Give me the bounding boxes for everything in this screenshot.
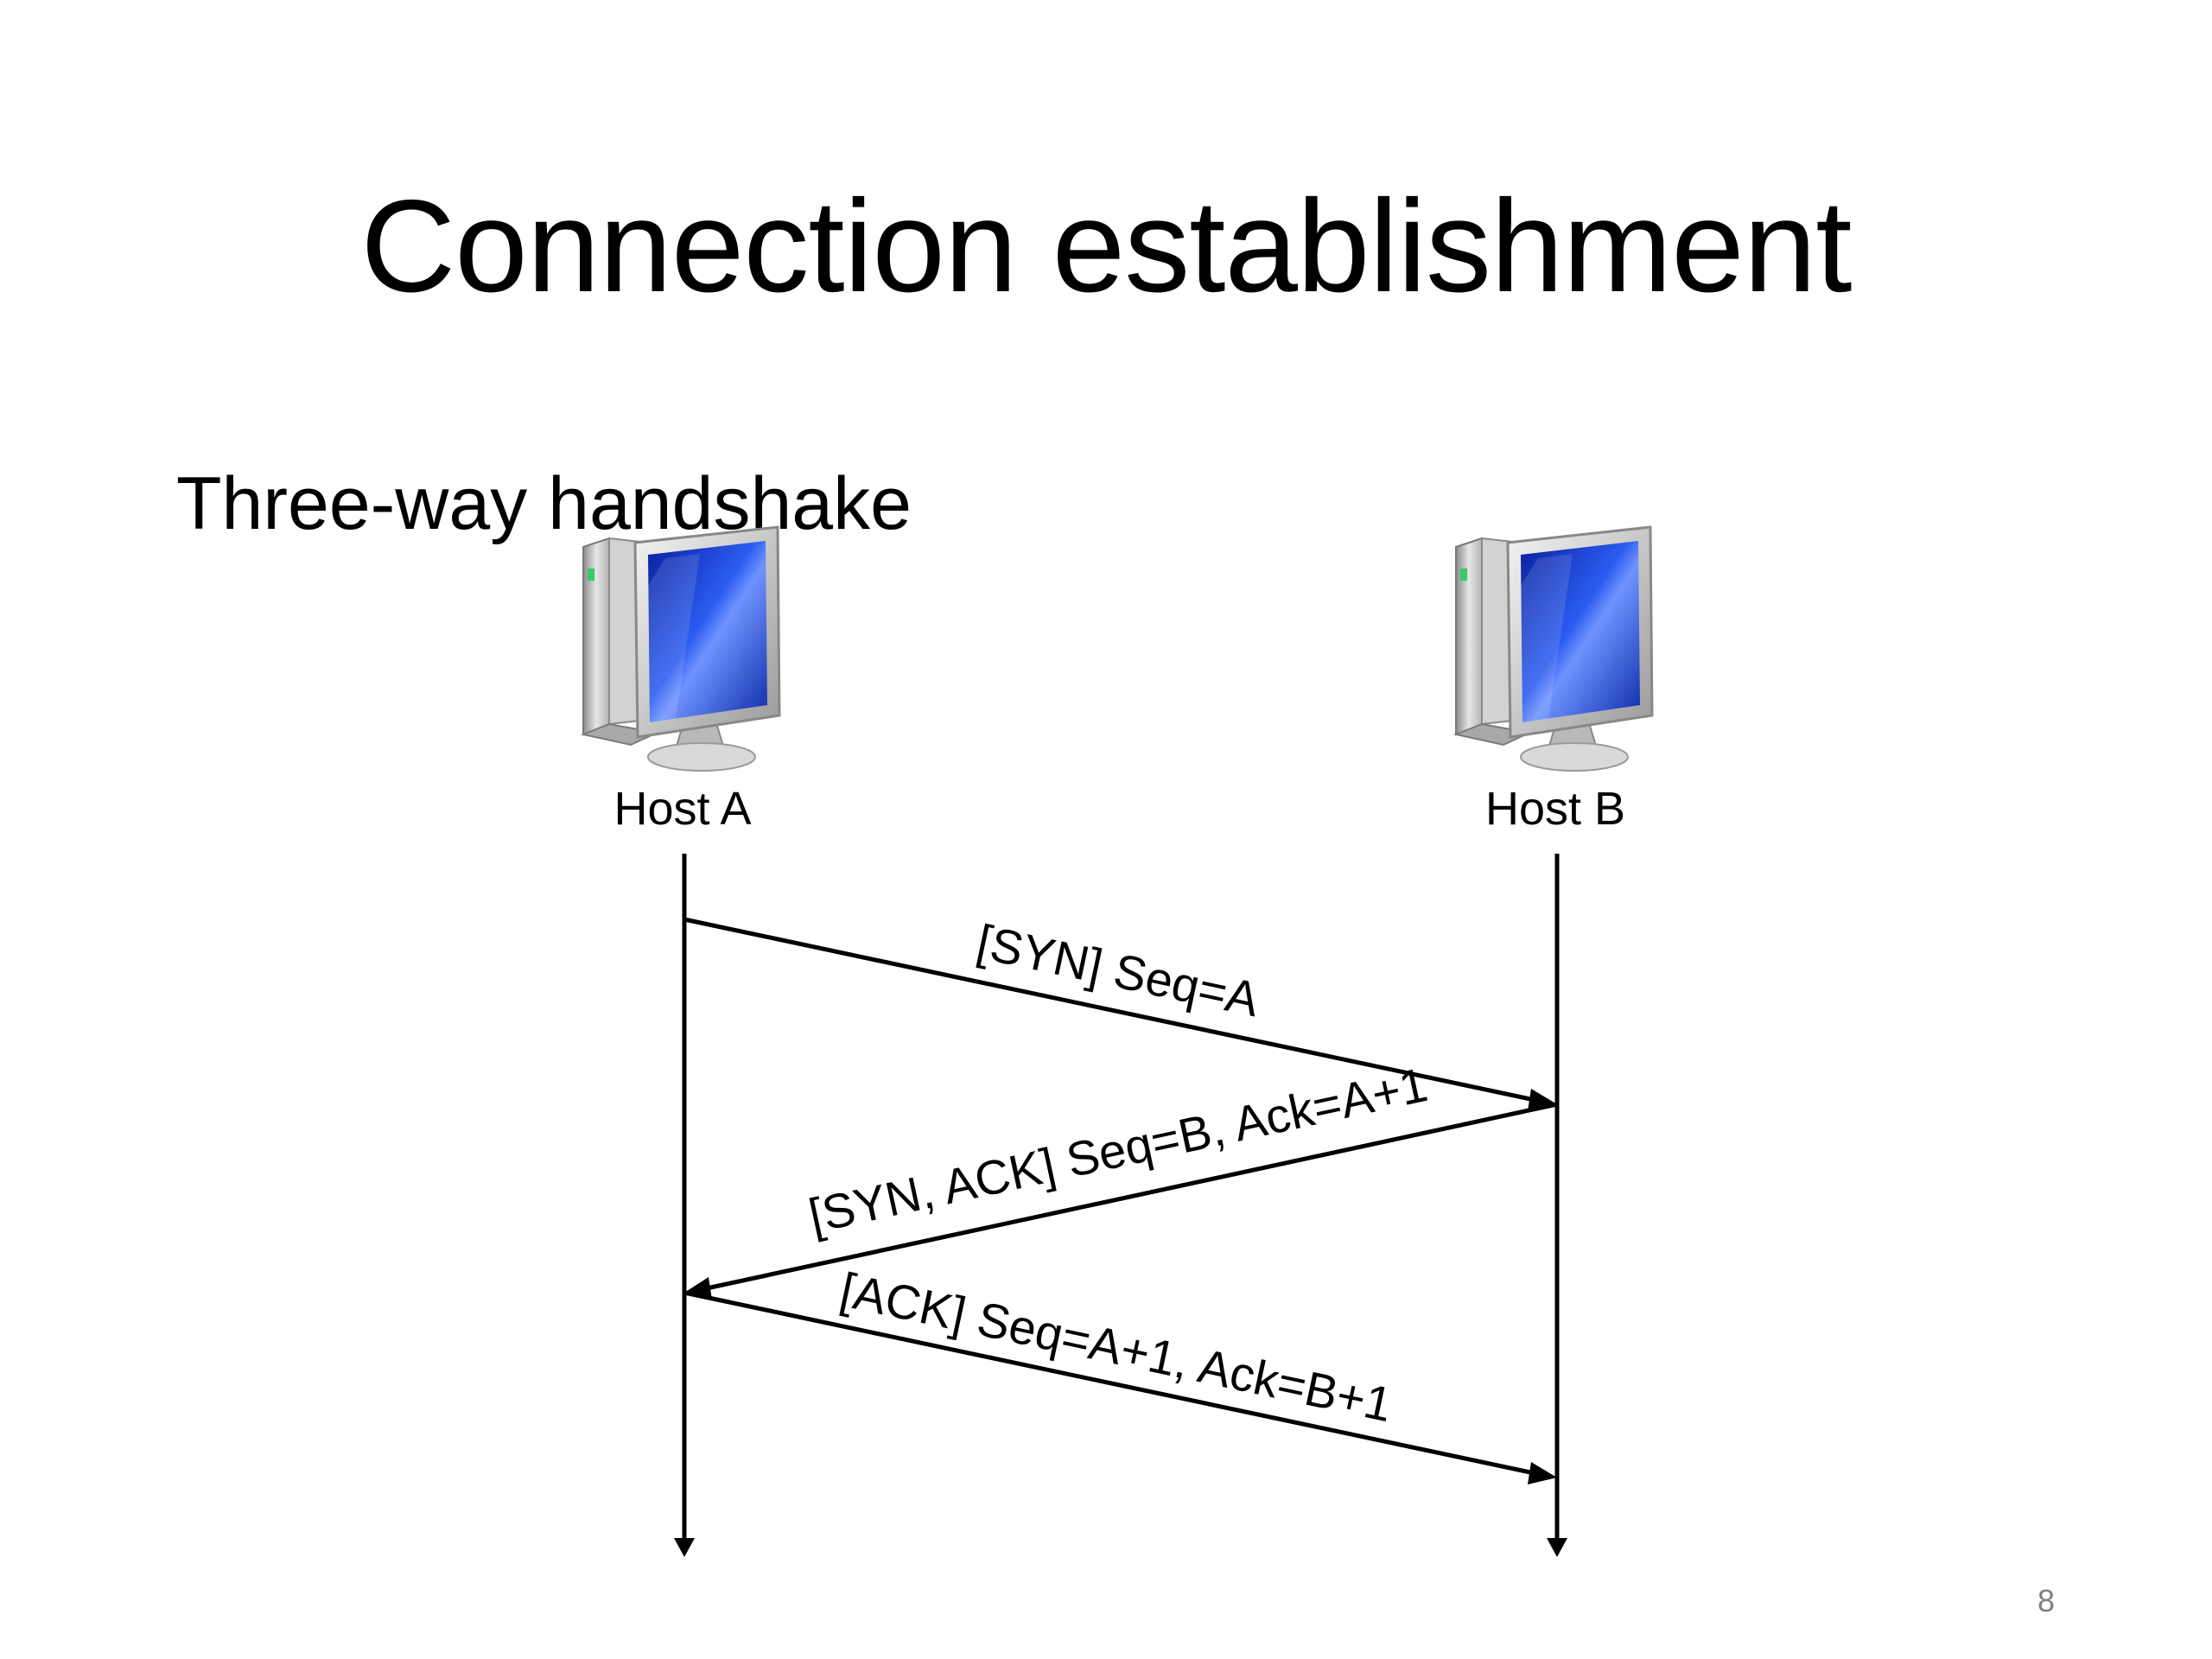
message-ack-label: [ACK] Seq=A+1, Ack=B+1	[836, 1262, 1397, 1432]
host-a: Host A	[582, 525, 781, 835]
host-a-label: Host A	[613, 783, 751, 835]
page-number: 8	[2037, 1583, 2056, 1618]
host-a-computer-icon	[582, 525, 781, 772]
host-b: Host B	[1454, 525, 1654, 835]
message-ack-arrow	[683, 1290, 1557, 1484]
host-b-computer-icon	[1454, 525, 1654, 772]
subtitle: Three-way handshake	[176, 462, 912, 545]
host-b-label: Host B	[1485, 783, 1625, 835]
slide-title: Connection establishment	[360, 173, 1852, 320]
lifeline-host-b	[1547, 854, 1567, 1557]
lifeline-host-a	[674, 854, 695, 1557]
